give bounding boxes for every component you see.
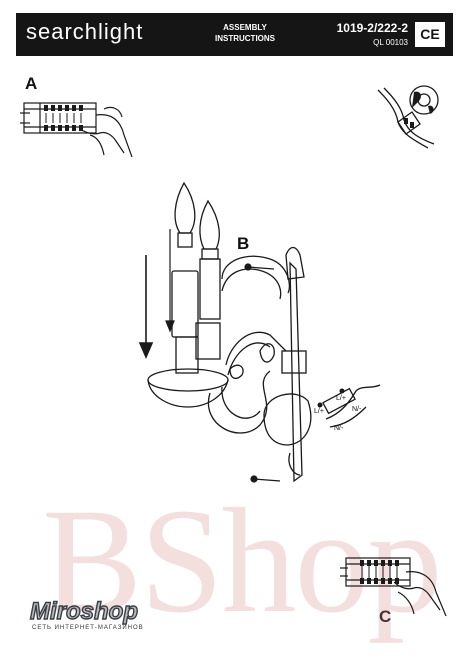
tape-roll: [409, 85, 439, 115]
document-type: ASSEMBLY INSTRUCTIONS: [210, 22, 280, 44]
instructions-label: INSTRUCTIONS: [215, 34, 275, 43]
bulb-base-left: [177, 232, 193, 248]
model-number: 1019-2/222-2: [336, 21, 408, 35]
screw-bottom: [250, 475, 281, 483]
candle-bulb-right: [199, 199, 220, 250]
candle-sleeve-left: [171, 270, 199, 338]
terminal-block-hand-illustration-c: [340, 557, 447, 617]
miroshop-tagline: СЕТЬ ИНТЕРНЕТ-МАГАЗИНОВ: [32, 625, 144, 631]
assembly-label: ASSEMBLY: [223, 23, 267, 32]
ce-mark: CE: [415, 22, 445, 47]
step-label-a: A: [25, 74, 38, 93]
direction-arrow-long: [138, 255, 154, 360]
screw-top: [244, 263, 275, 271]
direction-arrow-short: [165, 229, 175, 333]
wire-label-live-top: L/+: [336, 395, 346, 402]
wall-lamp-assembly-illustration: [138, 181, 381, 483]
header-bar: searchlight ASSEMBLY INSTRUCTIONS 1019-2…: [16, 13, 453, 56]
ceiling-rose: [263, 393, 312, 446]
wires: [322, 384, 381, 428]
quality-code: QL 00103: [373, 38, 408, 47]
wire-label-live-left: L/+: [314, 408, 324, 415]
miroshop-logo: Miroshop: [29, 597, 138, 625]
wire-label-neutral-right: N/-: [352, 406, 362, 413]
candle-bulb-left: [174, 181, 196, 234]
wall-bracket: [289, 261, 303, 483]
brand-logo: searchlight: [26, 19, 144, 44]
insulation-tape-illustration: [377, 85, 439, 149]
step-label-b: B: [237, 234, 250, 253]
step-label-c: C: [379, 607, 392, 626]
terminal-block-a: [23, 102, 97, 134]
drip-pan: [147, 368, 229, 392]
terminal-block-hand-illustration-a: [20, 102, 133, 158]
wire-label-neutral-bottom: N/-: [334, 425, 344, 432]
candle-sleeve-right: [199, 258, 221, 320]
